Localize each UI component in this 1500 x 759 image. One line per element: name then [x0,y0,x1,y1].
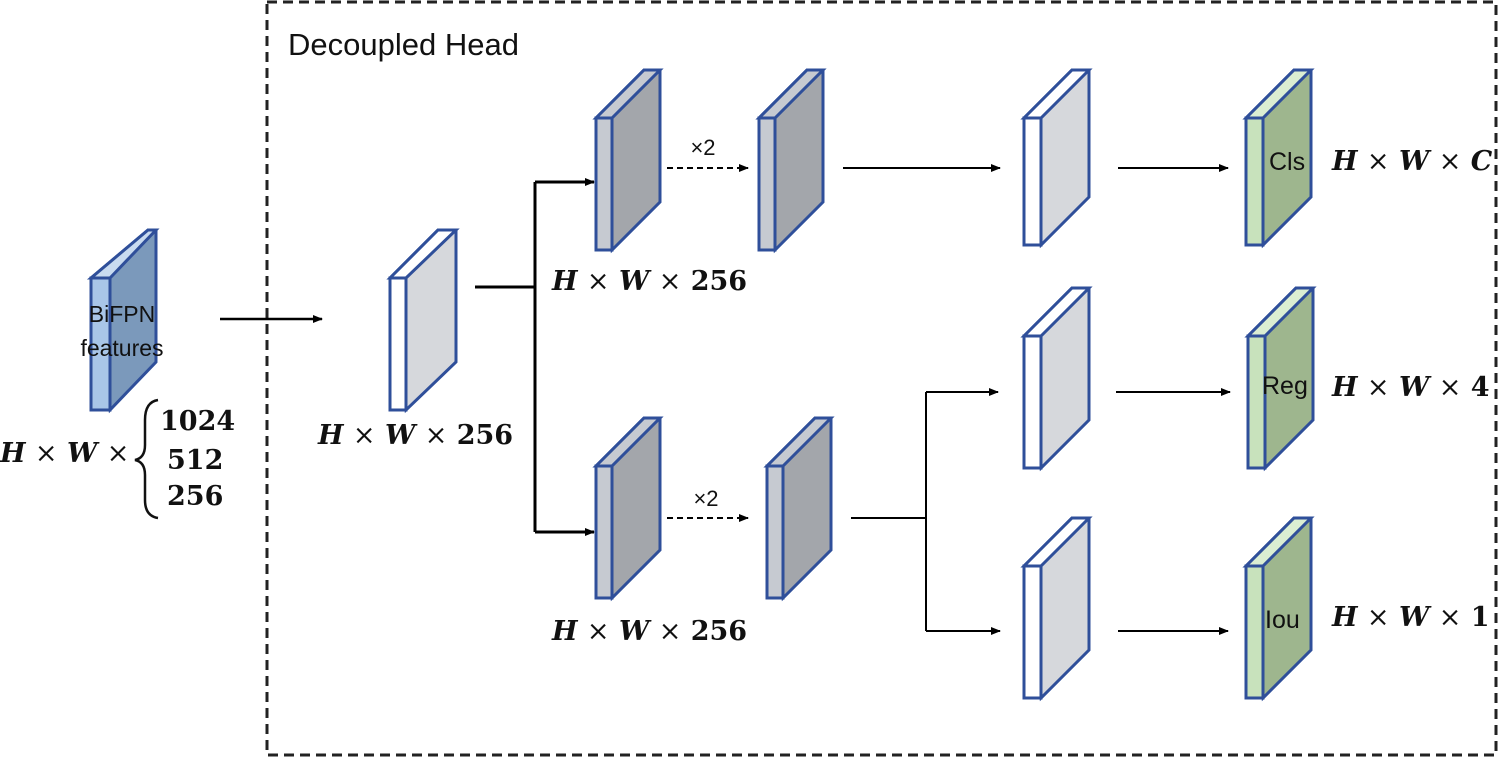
reg-output-dim: H × W × 4 [1331,372,1490,403]
stem-dim-times-2: × [425,420,448,451]
cls-out-h: H [1331,146,1359,177]
reg-out-c: 4 [1471,372,1490,403]
stem-dim-c: 256 [457,420,513,451]
reg-branch-dim-label: H × W × 256 [551,616,747,647]
iou-output-label: Iou [1265,606,1300,634]
input-dim-option-1024: 1024 [160,406,235,437]
cls-dim-c: 256 [691,266,747,297]
stem-dim-h: H [317,420,345,451]
cls-dim-times-2: × [659,266,682,297]
iou-out-times-1: × [1367,602,1390,633]
cls-repeat-label: ×2 [690,135,715,160]
cls-out-times-2: × [1439,146,1462,177]
cls-out-times-1: × [1367,146,1390,177]
bifpn-label-line1: BiFPN [89,301,155,327]
stem-dim-label: H × W × 256 [317,420,513,451]
iou-out-times-2: × [1439,602,1462,633]
reg-out-times-2: × [1439,372,1462,403]
cls-out-w: W [1399,146,1432,177]
input-dim-w: W [67,438,100,469]
iou-out-c: 1 [1471,602,1490,633]
reg-repeat-label: ×2 [693,486,718,511]
input-dim-times-1: × [35,438,58,469]
cls-output-label: Cls [1269,148,1305,176]
bifpn-label-line2: features [80,335,163,361]
decoupled-head-title: Decoupled Head [288,27,519,62]
cls-output-block [1242,68,1315,249]
reg-output-block [1244,286,1317,472]
cls-pred-conv [1020,68,1093,249]
input-dim-h: H [0,438,27,469]
split-connector [475,178,595,536]
cls-branch-conv-2 [755,68,827,254]
input-dim-times-2: × [107,438,130,469]
cls-dim-times-1: × [587,266,610,297]
reg-out-h: H [1331,372,1359,403]
reg-branch-conv-1 [592,416,664,602]
reg-out-times-1: × [1367,372,1390,403]
input-dim-prefix: H × W × [0,438,129,469]
stem-dim-w: W [385,420,418,451]
iou-out-h: H [1331,602,1359,633]
cls-dim-w: W [619,266,652,297]
cls-branch-conv-1 [592,68,664,254]
input-dim-option-256: 256 [167,481,223,512]
reg-dim-times-2: × [659,616,682,647]
iou-output-block [1242,516,1315,702]
reg-dim-h: H [551,616,579,647]
reg-iou-split-connector [851,388,1001,635]
reg-pred-conv [1020,286,1093,472]
reg-dim-w: W [619,616,652,647]
iou-output-dim: H × W × 1 [1331,602,1490,633]
iou-pred-conv [1020,516,1093,702]
reg-output-label: Reg [1262,372,1308,400]
reg-dim-times-1: × [587,616,610,647]
cls-dim-h: H [551,266,579,297]
input-dim-option-512: 512 [167,445,223,476]
cls-output-dim: H × W × C [1331,146,1493,177]
cls-out-c: C [1471,146,1493,177]
reg-branch-conv-2 [763,416,835,602]
input-dim-brace [134,398,159,520]
decoupled-head-frame [265,0,1498,757]
iou-out-w: W [1399,602,1432,633]
stem-conv-block [386,228,460,414]
stem-dim-times-1: × [353,420,376,451]
reg-dim-c: 256 [691,616,747,647]
bifpn-feature-block [86,228,160,414]
cls-branch-dim-label: H × W × 256 [551,266,747,297]
reg-out-w: W [1399,372,1432,403]
